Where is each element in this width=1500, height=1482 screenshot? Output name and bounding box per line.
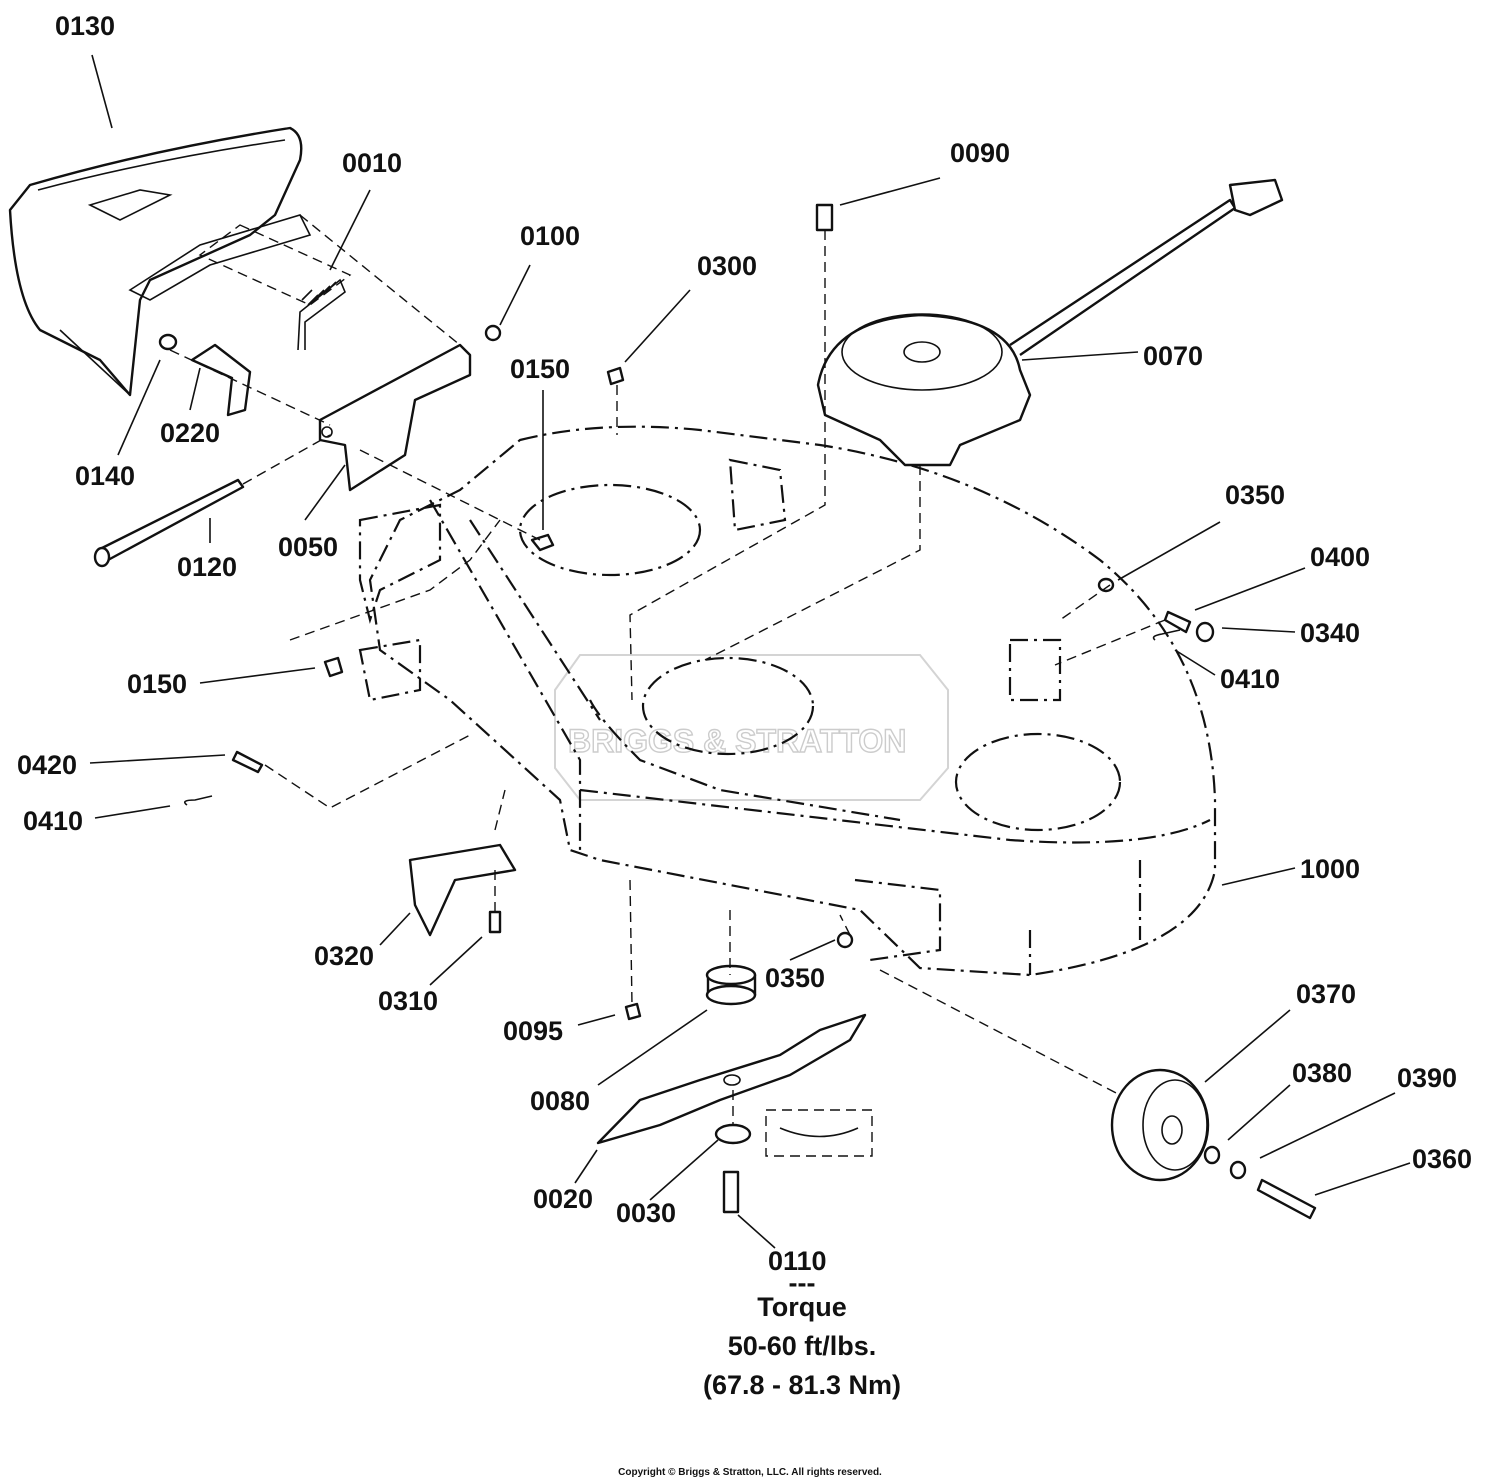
callout-label: 0100 [520,221,580,251]
brand-watermark: BRIGGS & STRATTON [554,654,949,801]
washer-0030 [714,1123,752,1145]
callout-label: 0070 [1143,341,1203,371]
callout-labels: 0130 0010 0100 0300 0090 0070 0150 0220 … [17,11,1472,1276]
blade-adapter-0080 [705,964,757,1006]
leader-lines [89,54,1411,1249]
torque-separator: --- [789,1268,816,1298]
bolt-0110 [722,1170,740,1214]
callout-label: 0340 [1300,618,1360,648]
callout-label: 0140 [75,461,135,491]
callout-label: 0010 [342,148,402,178]
washer-0350-bottom [836,931,854,949]
callout-label: 0350 [765,963,825,993]
washer-0100 [484,324,502,342]
callout-label: 0030 [616,1198,676,1228]
callout-label: 0110 [768,1246,827,1276]
callout-label: 0220 [160,418,220,448]
callout-label: 0150 [510,354,570,384]
assembly-lines [169,214,1166,1125]
bracket-0220 [190,343,252,417]
watermark-text: BRIGGS & STRATTON [568,723,906,759]
callout-label: 0400 [1310,542,1370,572]
callout-label: 0380 [1292,1058,1352,1088]
wheel-0370 [1110,1068,1210,1182]
bolt-0400 [1163,610,1192,634]
callout-label: 0020 [533,1184,593,1214]
copyright-notice: Copyright © Briggs & Stratton, LLC. All … [618,1467,882,1478]
callout-label: 0080 [530,1086,590,1116]
motor-0070 [816,178,1284,467]
callout-label: 0300 [697,251,757,281]
callout-label: 0320 [314,941,374,971]
callout-label: 0095 [503,1016,563,1046]
nut-0300 [606,366,625,386]
callout-label: 0350 [1225,480,1285,510]
callout-label: 0050 [278,532,338,562]
callout-label: 0120 [177,552,237,582]
blade-inset [765,1109,873,1157]
washer-0350-top [1097,577,1115,593]
callout-label: 1000 [1300,854,1360,884]
callout-label: 0150 [127,669,187,699]
callout-label: 0390 [1397,1063,1457,1093]
callout-label: 0410 [23,806,83,836]
callout-label: 0370 [1296,979,1356,1009]
deflector-0320 [408,843,517,937]
discharge-chute [8,126,312,397]
hinge-rod-0120 [93,478,245,568]
nut-0095 [624,1002,642,1021]
hinge-bracket-0050 [318,343,472,492]
torque-metric: (67.8 - 81.3 Nm) [703,1370,901,1400]
mower-deck [358,425,1217,977]
pin-0150-left [323,656,344,678]
callout-label: 0360 [1412,1144,1472,1174]
bolt-0090 [815,203,834,232]
washer-0140 [158,333,178,351]
washer-0390 [1229,1160,1247,1180]
bolt-0360 [1256,1178,1317,1220]
callout-label: 0130 [55,11,115,41]
torque-value: 50-60 ft/lbs. [728,1331,877,1361]
washer-0340 [1195,621,1215,643]
clip-0410-left [184,795,213,806]
bolt-0310 [488,910,502,934]
callout-label: 0420 [17,750,77,780]
callout-label: 0090 [950,138,1010,168]
torque-title: Torque [757,1292,847,1322]
washer-0380 [1203,1145,1221,1165]
callout-label: 0310 [378,986,438,1016]
torque-note: --- Torque 50-60 ft/lbs. (67.8 - 81.3 Nm… [703,1268,901,1400]
chute-spring [297,278,346,351]
clip-0410-right [1152,629,1181,641]
callout-label: 0410 [1220,664,1280,694]
blade-0020 [596,1013,867,1145]
pin-0420 [231,750,264,774]
